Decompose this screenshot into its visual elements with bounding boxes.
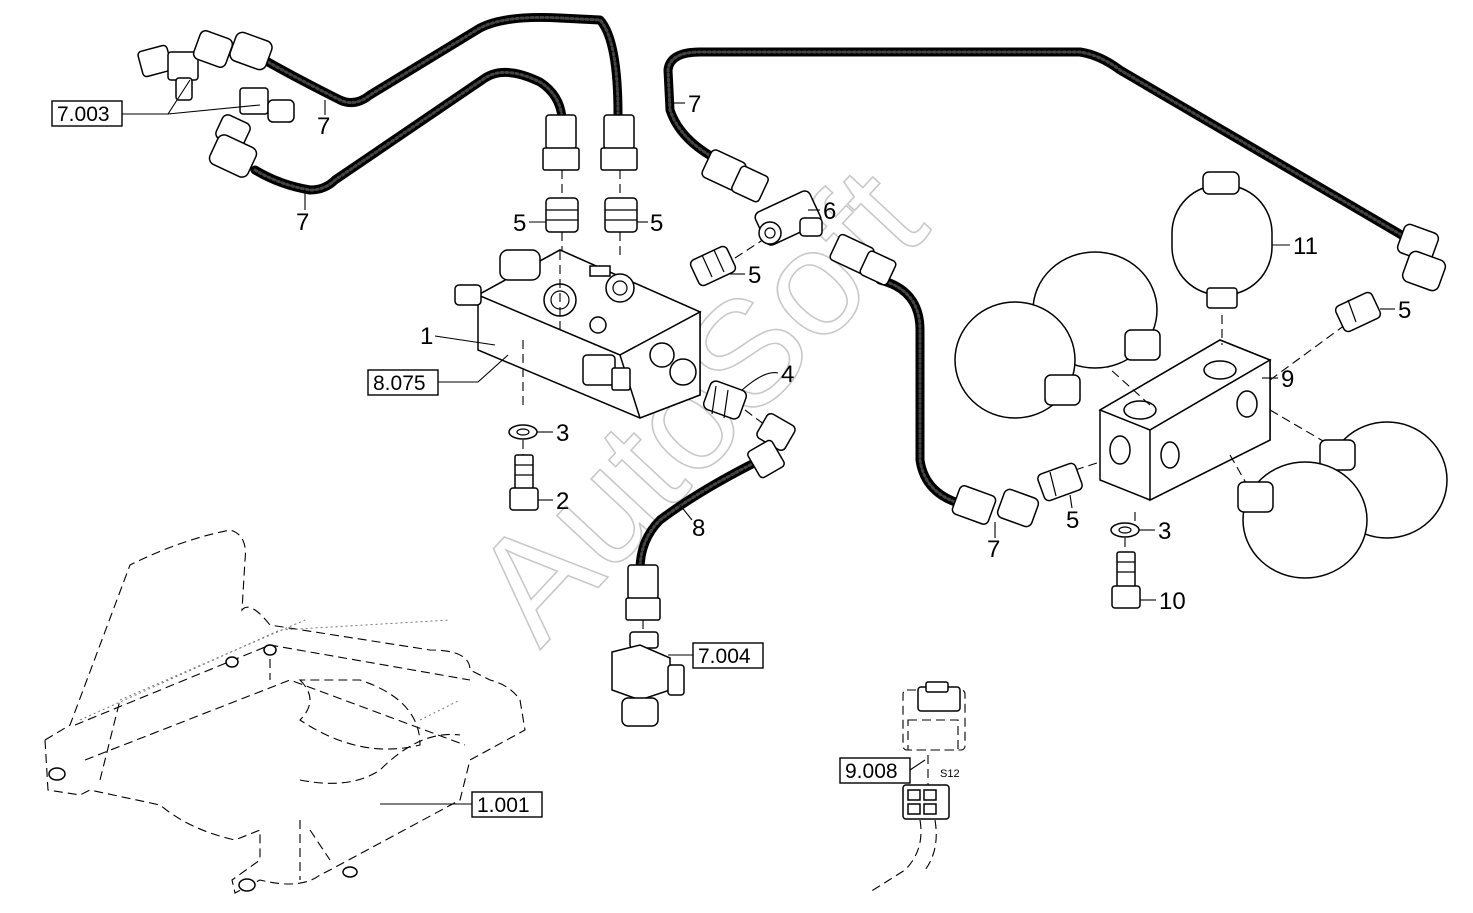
switch-code: S12 — [940, 768, 960, 780]
accumulator-11 — [1171, 171, 1273, 309]
svg-text:3: 3 — [556, 420, 569, 447]
svg-text:3: 3 — [1158, 518, 1171, 545]
adapter-4 — [702, 380, 748, 420]
svg-text:7: 7 — [987, 536, 1000, 563]
svg-text:5: 5 — [748, 262, 761, 289]
callout-5c: 5 — [730, 262, 761, 289]
ref-7003-label: 7.003 — [57, 103, 110, 126]
callout-2: 2 — [538, 488, 569, 515]
accumulator-left-lower — [954, 301, 1081, 419]
svg-text:8: 8 — [692, 515, 705, 542]
accumulator-right-lower — [1237, 461, 1368, 579]
washer-3-right — [1110, 522, 1140, 538]
callout-11: 11 — [1272, 233, 1318, 260]
callout-5a: 5 — [513, 210, 546, 237]
callout-5d: 5 — [1380, 297, 1411, 324]
hose-end-right — [600, 114, 638, 171]
callout-10: 10 — [1140, 588, 1186, 615]
ref-8075: 8.075 — [367, 354, 509, 396]
callout-7d: 7 — [987, 522, 1000, 563]
tee-fitting-7004 — [611, 631, 685, 727]
svg-text:5: 5 — [513, 210, 526, 237]
washer-3-left — [508, 424, 538, 440]
callout-7b: 7 — [296, 190, 309, 236]
bolt-10 — [1111, 551, 1141, 609]
frame-1001 — [44, 529, 526, 894]
svg-text:5: 5 — [1398, 297, 1411, 324]
adapter-5-manifold — [1037, 462, 1083, 502]
callout-7c: 7 — [672, 91, 701, 118]
ref-7003: 7.003 — [51, 79, 261, 127]
callout-9: 9 — [1262, 366, 1294, 393]
svg-text:9: 9 — [1281, 366, 1294, 393]
callout-4: 4 — [741, 361, 794, 391]
adapter-5-right-side — [1334, 291, 1382, 333]
tee-fitting-6 — [754, 190, 823, 246]
svg-text:7: 7 — [688, 91, 701, 118]
hose-7-long-right — [663, 47, 1415, 245]
bolt-2 — [509, 454, 539, 511]
callout-5e: 5 — [1066, 494, 1079, 534]
callout-3a: 3 — [537, 420, 569, 447]
svg-text:2: 2 — [556, 488, 569, 515]
ref-9008-label: 9.008 — [845, 760, 898, 783]
fitting-7003-lower — [208, 87, 295, 178]
hose-8 — [635, 455, 765, 575]
hose-7-lower-left — [250, 67, 567, 195]
hose-end-7-middle — [829, 233, 897, 286]
callout-6: 6 — [808, 198, 836, 225]
hose-end-7-right — [701, 149, 769, 203]
svg-text:10: 10 — [1159, 588, 1186, 615]
svg-text:11: 11 — [1293, 233, 1318, 260]
svg-text:7: 7 — [317, 113, 330, 140]
control-valve-block — [454, 249, 702, 419]
svg-text:7: 7 — [296, 209, 309, 236]
adapter-5-left — [545, 197, 579, 233]
svg-text:5: 5 — [650, 210, 663, 237]
ref-1001: 1.001 — [380, 791, 543, 818]
ref-9008: 9.008 — [839, 757, 926, 784]
ref-1001-label: 1.001 — [477, 794, 530, 817]
callout-5b: 5 — [637, 210, 663, 237]
ref-7004-label: 7.004 — [698, 645, 751, 668]
callout-1: 1 — [420, 323, 496, 350]
svg-text:5: 5 — [1066, 507, 1079, 534]
manifold-block-9 — [1098, 339, 1272, 502]
callout-8: 8 — [679, 504, 705, 542]
hose-end-7-bottom — [951, 485, 1040, 528]
callout-3b: 3 — [1139, 518, 1171, 545]
ref-7004: 7.004 — [668, 642, 764, 669]
hose-7-upper-left — [263, 12, 623, 120]
hose-end-8-bottom — [625, 564, 661, 621]
svg-text:6: 6 — [823, 198, 836, 225]
hose-end-8-top — [747, 412, 796, 479]
hose-end-7-far-right — [1396, 223, 1447, 292]
switch-9008: S12 — [869, 681, 966, 893]
callout-7a: 7 — [317, 100, 330, 140]
fitting-7003-upper — [137, 30, 273, 101]
svg-text:4: 4 — [781, 361, 794, 388]
ref-8075-label: 8.075 — [373, 372, 426, 395]
hose-7-lower-middle — [875, 275, 970, 510]
svg-text:1: 1 — [420, 323, 433, 350]
adapter-5-valve-side — [689, 245, 737, 287]
hose-end-left — [542, 114, 580, 171]
adapter-5-right — [604, 197, 638, 233]
